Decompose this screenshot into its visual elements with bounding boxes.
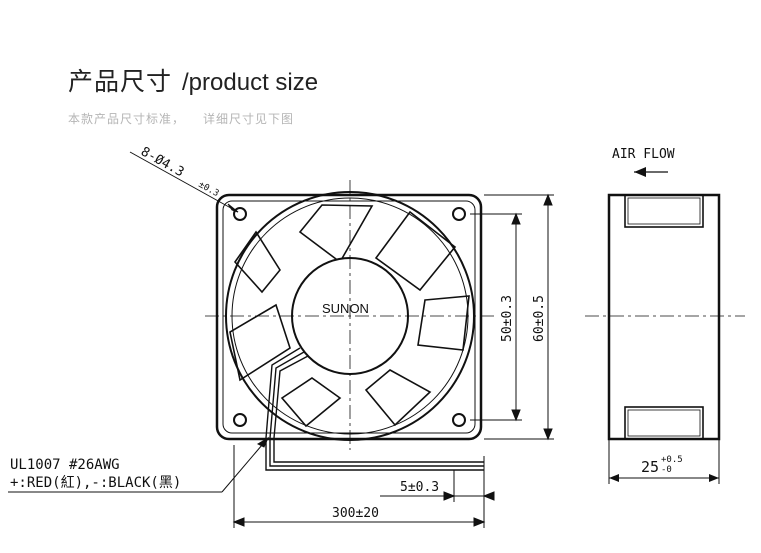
side-flange-top-inner bbox=[627, 197, 701, 225]
mount-hole-tl bbox=[233, 207, 247, 221]
airflow-label: AIR FLOW bbox=[612, 147, 675, 162]
dim-wire-length bbox=[232, 445, 486, 528]
subtitle: 本款产品尺寸标准， 详细尺寸见下图 bbox=[68, 110, 318, 127]
hole-spec-tolerance: ±0.3 bbox=[197, 180, 221, 199]
mount-hole-br bbox=[452, 413, 466, 427]
blade-5 bbox=[280, 377, 342, 428]
dim-hole-spacing-label: 50±0.3 bbox=[500, 295, 515, 342]
wire-spec-leader bbox=[8, 436, 270, 493]
title-row: 产品尺寸 /product size bbox=[68, 62, 318, 98]
hole-spec-main: 8-Ø4.3 bbox=[138, 144, 186, 180]
dim-thickness-tol-plus: +0.5 bbox=[661, 455, 683, 465]
title-chinese: 产品尺寸 bbox=[68, 67, 173, 96]
hole-leader bbox=[129, 151, 239, 213]
mount-hole-bl bbox=[233, 413, 247, 427]
dim-wire-length-label: 300±20 bbox=[332, 506, 379, 521]
side-flange-top bbox=[624, 194, 704, 228]
airflow-arrow-head bbox=[634, 167, 646, 177]
dim-strip-label: 5±0.3 bbox=[400, 480, 439, 495]
fan-side-view bbox=[585, 167, 745, 484]
title-english: /product size bbox=[182, 69, 319, 96]
frame-inner bbox=[222, 200, 476, 434]
header: 产品尺寸 /product size 本款产品尺寸标准， 详细尺寸见下图 bbox=[68, 62, 318, 127]
brand-label: SUNON bbox=[322, 301, 369, 316]
blade-6 bbox=[229, 303, 291, 382]
subtitle-right: 详细尺寸见下图 bbox=[203, 112, 295, 126]
subtitle-left: 本款产品尺寸标准， bbox=[68, 112, 186, 126]
dim-frame-height-label: 60±0.5 bbox=[532, 295, 547, 342]
dim-strip bbox=[380, 470, 495, 502]
mount-hole-tr bbox=[452, 207, 466, 221]
wire-polarity-label: +:RED(紅),-:BLACK(黑) bbox=[10, 475, 181, 491]
wire-bundle bbox=[265, 347, 484, 471]
blade-4 bbox=[364, 369, 432, 427]
blade-3 bbox=[417, 295, 470, 351]
fan-blades bbox=[229, 204, 470, 428]
dim-frame-height bbox=[484, 193, 554, 441]
dim-hole-spacing bbox=[470, 212, 522, 422]
dim-thickness-tol-minus: -0 bbox=[661, 465, 672, 475]
fan-front-view bbox=[205, 180, 495, 471]
blade-1 bbox=[298, 204, 374, 264]
blade-7 bbox=[233, 230, 281, 294]
side-flange-bottom bbox=[624, 406, 704, 440]
dim-thickness-base: 25 bbox=[641, 458, 659, 476]
side-flange-bottom-inner bbox=[627, 409, 701, 437]
blade-2 bbox=[374, 210, 457, 292]
side-body bbox=[607, 193, 721, 441]
wire-spec-label: UL1007 #26AWG bbox=[10, 457, 120, 473]
